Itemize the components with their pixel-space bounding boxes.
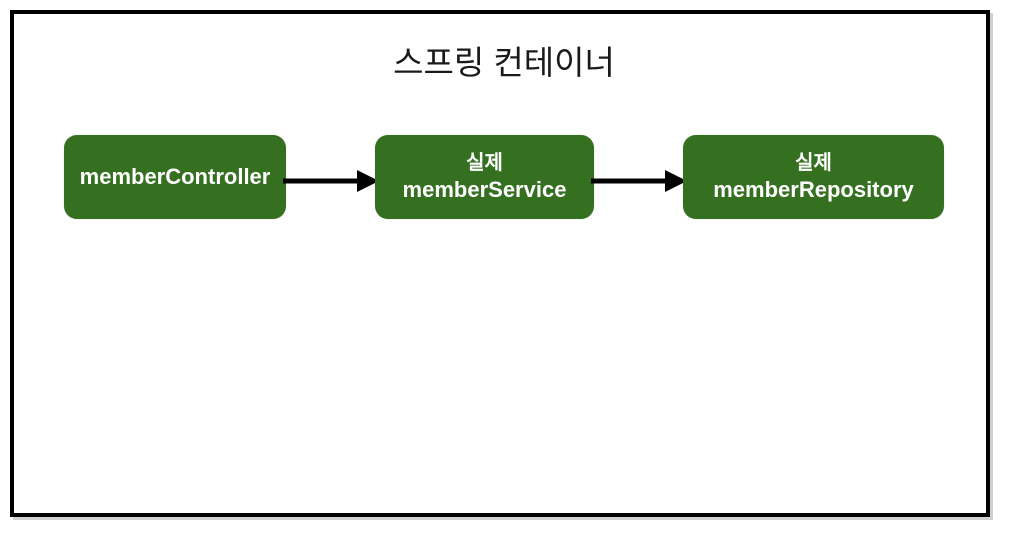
node-member-service-label: memberService — [402, 177, 567, 202]
diagram-title: 스프링 컨테이너 — [393, 44, 615, 81]
node-member-repository-label: memberRepository — [713, 177, 914, 202]
node-member-repository-prefix: 실제 — [795, 152, 832, 174]
node-member-service: 실제 memberService — [375, 135, 594, 219]
spring-container-frame: 스프링 컨테이너 — [10, 10, 990, 517]
node-member-controller-label: memberController — [79, 164, 271, 189]
arrow-controller-to-service — [283, 170, 379, 192]
node-member-controller: memberController — [64, 135, 286, 219]
node-member-service-prefix: 실제 — [466, 152, 503, 174]
arrow-head-icon — [665, 170, 687, 192]
arrow-head-icon — [357, 170, 379, 192]
arrow-service-to-repository — [591, 170, 687, 192]
node-member-repository: 실제 memberRepository — [683, 135, 944, 219]
